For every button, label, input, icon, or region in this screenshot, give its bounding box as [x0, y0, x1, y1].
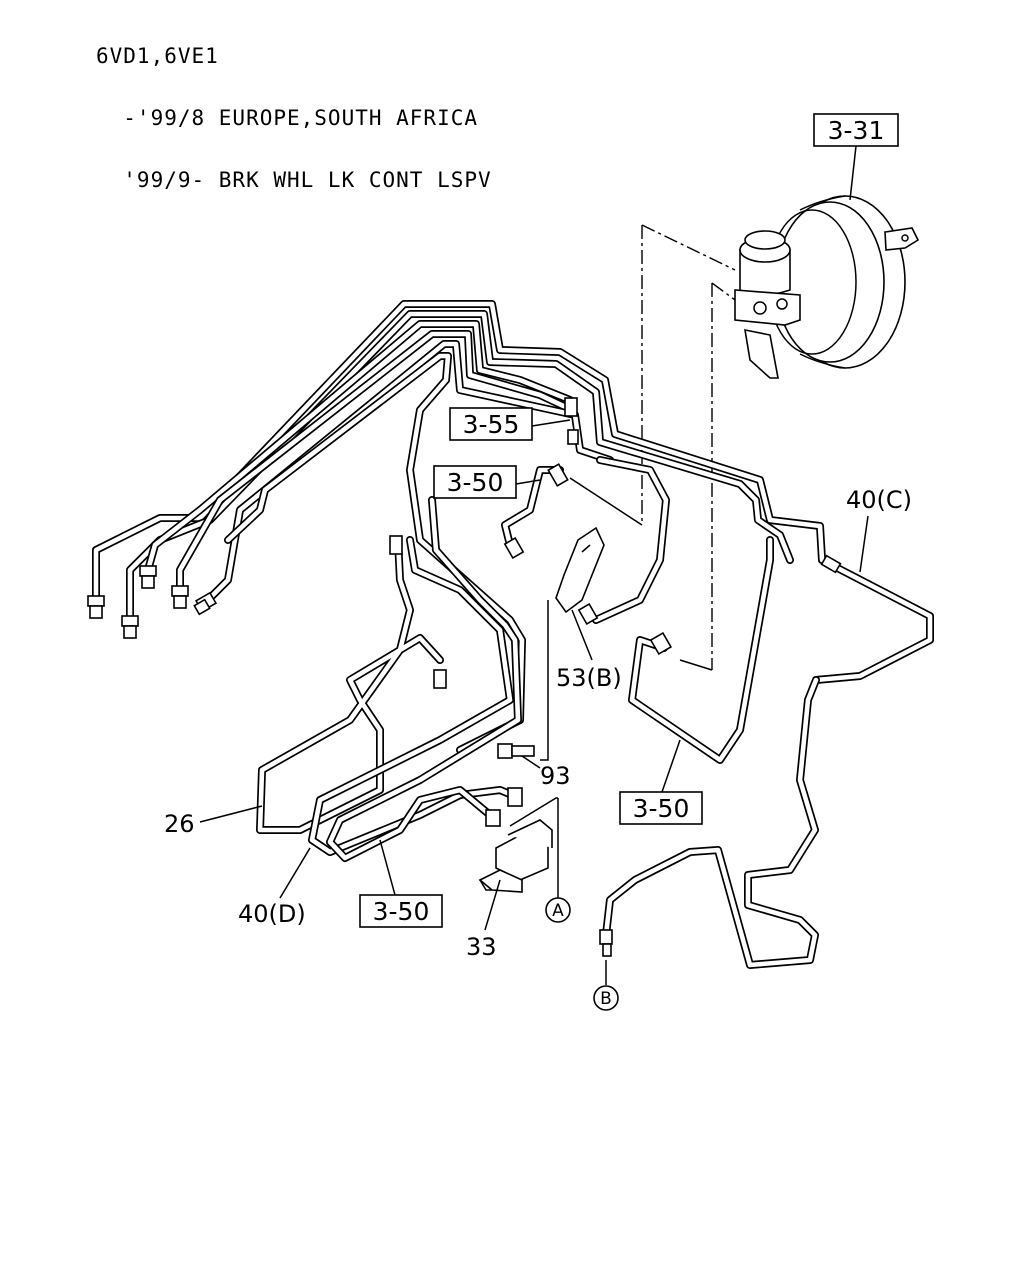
center-pipes [256, 496, 522, 862]
svg-text:3-50: 3-50 [373, 897, 430, 926]
pipe-fittings-center [389, 397, 842, 957]
svg-text:3-55: 3-55 [463, 410, 520, 439]
label-part-26: 26 [164, 810, 195, 838]
pipe-fittings-left [87, 565, 218, 639]
svg-text:B: B [600, 989, 612, 1009]
lspv-valve-33 [478, 797, 559, 900]
ref-box-3-31[interactable]: 3-31 [813, 113, 899, 147]
bolt-93 [497, 743, 535, 759]
brake-booster-assembly [734, 195, 920, 379]
label-part-93: 93 [540, 762, 571, 790]
ref-box-3-50-bottom[interactable]: 3-50 [359, 894, 443, 928]
header-model-line: '99/9- BRK WHL LK CONT LSPV [96, 168, 492, 192]
header-region-line: -'99/8 EUROPE,SOUTH AFRICA [96, 106, 479, 130]
ref-box-3-55[interactable]: 3-55 [449, 407, 533, 441]
label-part-40c: 40(C) [846, 486, 912, 514]
svg-text:3-50: 3-50 [447, 468, 504, 497]
bracket-53b [540, 526, 605, 761]
header-engine-line: 6VD1,6VE1 [96, 44, 219, 68]
label-part-40d: 40(D) [238, 900, 306, 928]
ref-box-3-50-right[interactable]: 3-50 [619, 791, 703, 825]
svg-text:3-50: 3-50 [633, 794, 690, 823]
marker-b: B [593, 985, 619, 1011]
svg-text:3-31: 3-31 [828, 116, 885, 145]
label-part-53b: 53(B) [556, 664, 622, 692]
diagram-header: 6VD1,6VE1 -'99/8 EUROPE,SOUTH AFRICA '99… [96, 4, 492, 211]
svg-text:A: A [552, 901, 564, 921]
marker-a: A [545, 897, 571, 923]
label-part-33: 33 [466, 933, 497, 961]
ref-box-3-50-upper[interactable]: 3-50 [433, 465, 517, 499]
